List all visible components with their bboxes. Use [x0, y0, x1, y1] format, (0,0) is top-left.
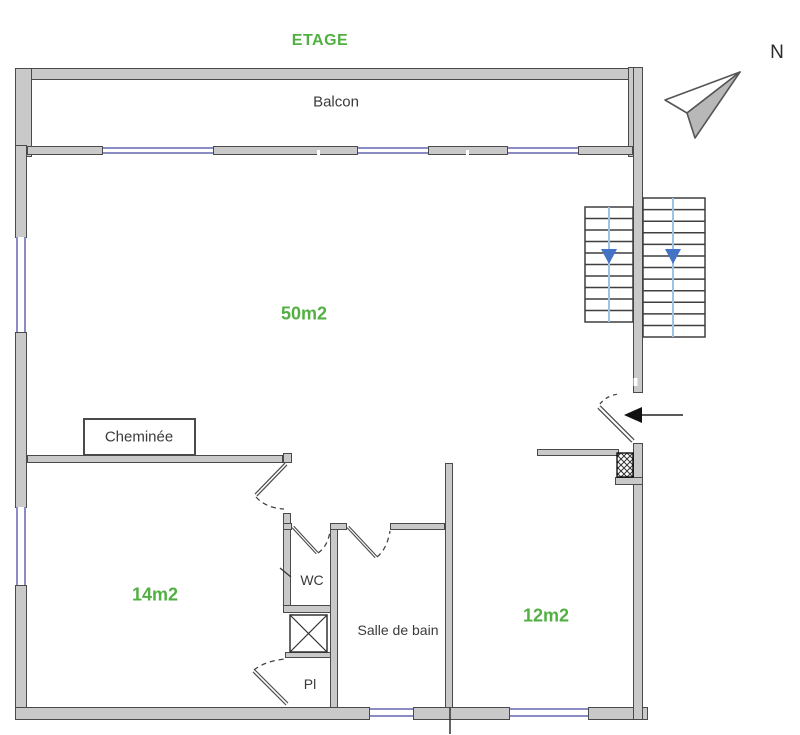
door-bathroom [346, 525, 391, 559]
wall-bottom-middle [413, 707, 510, 720]
window-left-lower [16, 507, 26, 585]
label-bedroom1-area: 14m2 [131, 584, 179, 605]
door-closet [252, 658, 289, 706]
stair-down-arrow-right [665, 249, 681, 264]
wall-balcony-inner-2 [213, 146, 358, 155]
window-bottom-bedroom2 [510, 708, 588, 717]
label-bedroom2-area: 12m2 [522, 605, 570, 626]
compass-arrow [664, 71, 741, 139]
entry-arrow [624, 407, 683, 423]
wall-balcony-inner-1 [27, 146, 103, 155]
wall-balcony-inner-4 [578, 146, 633, 155]
label-wc: WC [300, 572, 324, 588]
wall-wc-top-corner [283, 523, 292, 530]
shaft-box [289, 614, 328, 653]
wall-bathroom-top [390, 523, 445, 530]
wall-bathroom-door-post [330, 523, 347, 530]
window-left-upper [16, 237, 26, 332]
label-fireplace: Cheminée [104, 428, 174, 446]
label-closet: Pl [303, 676, 317, 692]
wall-bathroom-right [445, 463, 453, 708]
stair-direction-guides [601, 198, 681, 337]
door-entry [597, 393, 635, 443]
wall-divider-jamb [283, 453, 292, 463]
label-balcony: Balcon [313, 93, 359, 111]
window-bottom-bathroom [370, 708, 413, 717]
staircase [584, 197, 706, 338]
wall-detail-marks [279, 150, 638, 734]
window-balcony-1 [103, 147, 213, 154]
label-living-room-area: 50m2 [280, 303, 328, 324]
duct-hatched-box [616, 452, 634, 478]
compass-north-label: N [770, 42, 784, 63]
stair-down-arrow-left [601, 249, 617, 264]
label-bathroom: Salle de bain [357, 622, 439, 638]
page-title: ETAGE [291, 32, 349, 49]
door-wc [291, 525, 331, 555]
window-balcony-2 [358, 147, 428, 154]
wall-right-lower [633, 443, 643, 720]
window-balcony-3 [508, 147, 578, 154]
wall-bottom-left [15, 707, 370, 720]
fireplace-box [83, 418, 196, 456]
door-bedroom [254, 462, 288, 510]
